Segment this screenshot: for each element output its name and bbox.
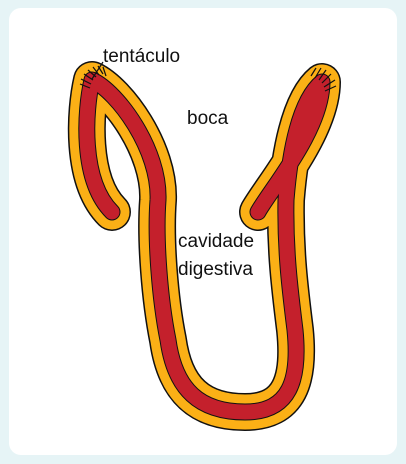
label-cavity-line1: cavidade — [178, 231, 254, 252]
label-mouth: boca — [187, 108, 229, 129]
label-tentacle: tentáculo — [103, 46, 180, 67]
label-cavity-line2: digestiva — [178, 259, 253, 280]
